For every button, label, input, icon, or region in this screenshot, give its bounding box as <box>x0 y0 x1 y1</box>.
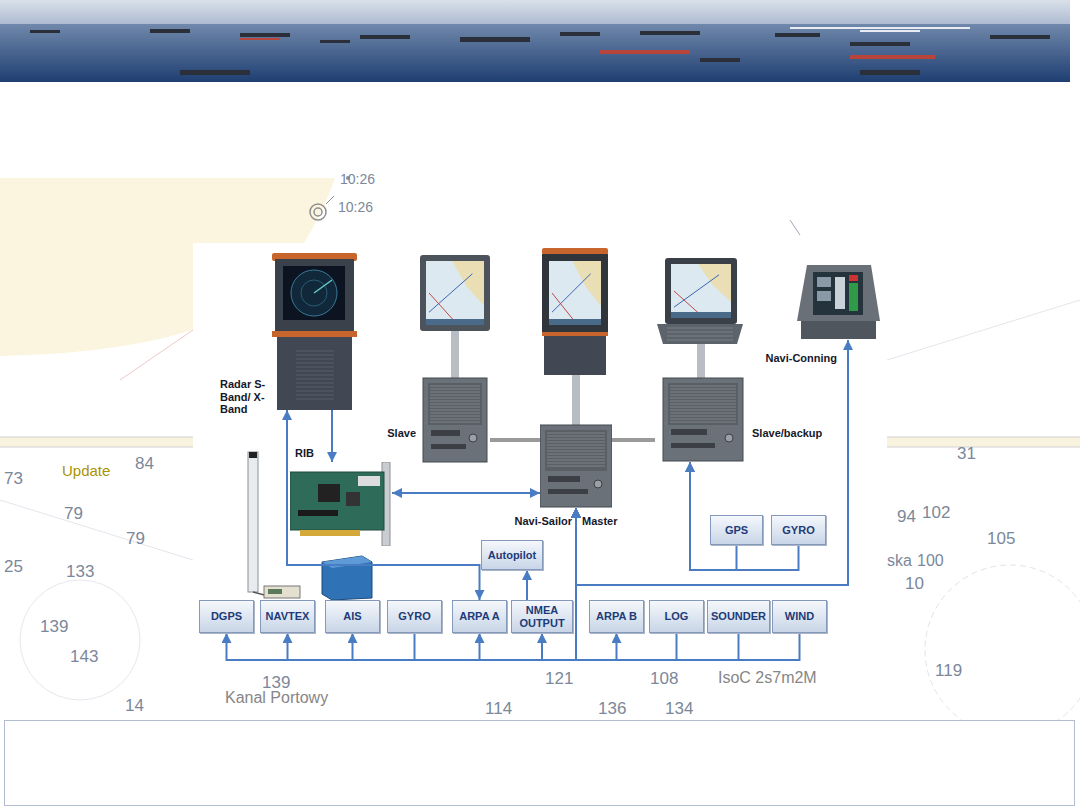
slave-station: Slave <box>420 255 490 463</box>
device-picture <box>540 248 612 508</box>
chart-sounding: 102 <box>922 504 950 521</box>
chart-sounding: 10 <box>905 575 924 592</box>
sensor-box: WIND <box>772 600 827 633</box>
sensor-box: DGPS <box>199 600 254 633</box>
connector <box>542 508 576 660</box>
master-station: Navi-SailorMaster <box>540 248 612 508</box>
chart-sounding: 143 <box>70 648 98 665</box>
connector <box>612 438 655 442</box>
chart-sounding: 136 <box>598 700 626 717</box>
device-label: Navi-Conning <box>766 352 838 365</box>
box-label: AIS <box>343 610 361 623</box>
radar-console: Radar S-Band/ X-Band <box>272 253 357 410</box>
chart-sounding: 139 <box>262 674 290 691</box>
connector <box>576 508 677 660</box>
chart-sounding: 79 <box>126 530 145 547</box>
sensor-box: GYRO <box>387 600 442 633</box>
chart-sounding: Update <box>62 463 110 478</box>
box-label: DGPS <box>211 610 242 623</box>
device-label: Slave <box>387 427 416 440</box>
connector <box>576 340 848 585</box>
chart-sounding: ska <box>887 553 912 569</box>
sensor-box: GYRO <box>771 515 826 545</box>
chart-sounding: 121 <box>545 670 573 687</box>
chart-sounding: 105 <box>987 530 1015 547</box>
device-picture <box>797 265 880 340</box>
device-label: Radar S-Band/ X-Band <box>220 378 268 416</box>
chart-sounding: 133 <box>66 563 94 580</box>
chart-sounding: IsoC 2s7m2M <box>718 670 817 686</box>
conning-console: Navi-Conning <box>797 265 880 340</box>
device-picture <box>272 253 357 410</box>
sensor-box: AIS <box>325 600 380 633</box>
box-label: WIND <box>785 610 814 623</box>
device-label: Slave/backup <box>752 427 822 440</box>
device-picture <box>420 255 490 463</box>
sensor-box: SOUNDER <box>707 600 770 633</box>
output-box: NMEA OUTPUT <box>511 600 573 633</box>
box-label: LOG <box>665 610 689 623</box>
chart-sounding: 14 <box>125 697 144 714</box>
sensor-box: ARPA A <box>452 600 507 633</box>
sensor-box: LOG <box>649 600 704 633</box>
box-label: GYRO <box>782 524 814 537</box>
chart-sounding: 134 <box>665 700 693 717</box>
connector <box>288 508 577 660</box>
chart-sounding: 25 <box>4 558 23 575</box>
chart-sounding: 119 <box>935 662 962 679</box>
connector <box>526 570 528 600</box>
device-box: Autopilot <box>481 540 543 570</box>
connector <box>480 508 577 660</box>
sensor-box: GPS <box>710 515 763 545</box>
chart-sounding: Kanal Portowy <box>225 690 328 706</box>
chart-sounding: 73 <box>4 470 23 487</box>
connector <box>227 508 577 660</box>
sensor-box: ARPA B <box>589 600 644 633</box>
connector <box>576 508 617 660</box>
connector <box>415 508 577 660</box>
box-label: ARPA A <box>459 610 500 623</box>
device-label: Master <box>582 515 617 528</box>
sensor-box: NAVTEX <box>260 600 315 633</box>
device-picture <box>655 258 745 462</box>
connector <box>576 508 800 660</box>
chart-sounding: 31 <box>957 445 976 462</box>
connector <box>490 438 540 442</box>
interface-card: RIB <box>290 462 392 546</box>
box-label: GYRO <box>398 610 430 623</box>
chart-sounding: 108 <box>650 670 678 687</box>
device-label: RIB <box>295 447 314 460</box>
chart-sounding: 79 <box>64 505 83 522</box>
device-label: Navi-Sailor <box>515 515 572 528</box>
box-label: NAVTEX <box>266 610 310 623</box>
chart-sounding: 84 <box>135 455 154 472</box>
device-picture <box>290 462 392 546</box>
chart-sounding: 114 <box>485 700 512 717</box>
box-label: NMEA OUTPUT <box>512 604 572 629</box>
backup-station: Slave/backup <box>655 258 745 462</box>
box-label: GPS <box>725 524 748 537</box>
chart-sounding: 139 <box>40 618 68 635</box>
box-label: ARPA B <box>596 610 637 623</box>
box-label: SOUNDER <box>711 610 766 623</box>
chart-sounding: 10:26 <box>340 172 375 186</box>
chart-sounding: 100 <box>917 553 944 569</box>
connector <box>392 492 540 494</box>
box-label: Autopilot <box>488 549 536 562</box>
chart-sounding: 10:26 <box>338 200 373 214</box>
chart-sounding: 94 <box>897 508 916 525</box>
connector <box>331 410 333 462</box>
